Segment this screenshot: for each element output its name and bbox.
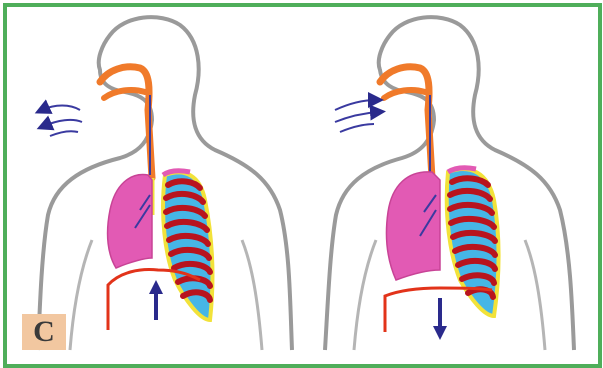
right-rib-cage bbox=[447, 168, 499, 316]
right-breath-arrows bbox=[335, 100, 378, 132]
right-diaphragm-down-arrow-icon bbox=[433, 298, 447, 340]
right-figure bbox=[325, 17, 574, 350]
panel-label: C bbox=[22, 314, 66, 350]
left-lung bbox=[108, 175, 152, 268]
left-breath-arrows bbox=[42, 106, 82, 137]
right-lung bbox=[386, 172, 440, 280]
left-diaphragm-up-arrow-icon bbox=[149, 280, 163, 320]
left-rib-cage bbox=[163, 171, 212, 320]
left-figure bbox=[38, 17, 292, 350]
